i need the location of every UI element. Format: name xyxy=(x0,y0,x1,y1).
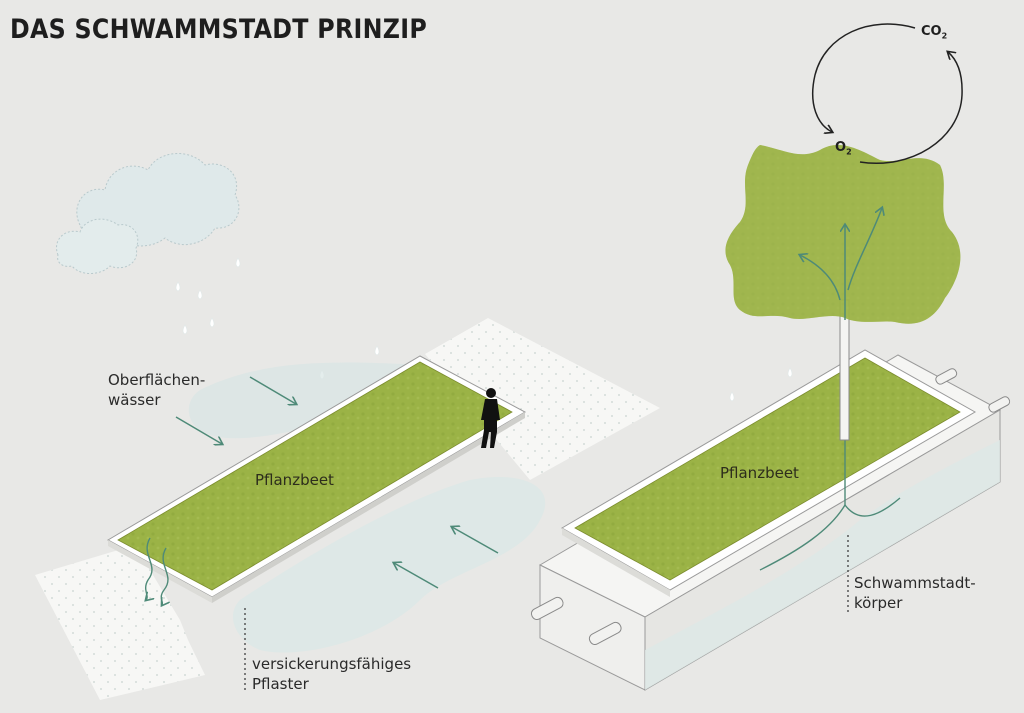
o2-label: O2 xyxy=(835,140,852,157)
left-bed-grass xyxy=(117,361,513,591)
sponge-body-label-line2: körper xyxy=(854,594,903,612)
right-bed-grass xyxy=(574,357,961,581)
plant-bed-right-label: Pflanzbeet xyxy=(720,464,799,482)
water-uptake-arrows xyxy=(800,208,882,320)
tree-trunk xyxy=(839,299,850,441)
drainage-pipes xyxy=(530,368,1011,646)
paving-strip xyxy=(35,318,660,700)
co2-label: CO2 xyxy=(921,24,948,41)
person-silhouette xyxy=(481,388,500,448)
right-plant-bed xyxy=(561,349,977,597)
tree xyxy=(725,144,961,441)
surface-water-label-line2: wässer xyxy=(108,391,161,409)
surface-water-label: Oberflächen- wässer xyxy=(108,370,205,410)
surface-water-arrows xyxy=(175,376,499,589)
wet-paving-area xyxy=(232,476,546,653)
paving-label-line1: versickerungsfähiges xyxy=(252,655,412,673)
cloud xyxy=(56,153,240,274)
sponge-body-label: Schwammstadt- körper xyxy=(854,573,976,613)
water-flow-lines xyxy=(759,440,901,571)
surface-water-label-line1: Oberflächen- xyxy=(108,371,206,389)
paving-label: versickerungsfähiges Pflaster xyxy=(252,654,411,694)
surface-water-haze xyxy=(188,362,428,439)
plant-bed-left-label: Pflanzbeet xyxy=(255,471,334,489)
page-title: DAS SCHWAMMSTADT PRINZIP xyxy=(10,14,428,45)
co2-o2-cycle xyxy=(811,23,963,164)
infiltration-arrows xyxy=(146,537,168,605)
left-plant-bed xyxy=(106,355,527,603)
paving-label-line2: Pflaster xyxy=(252,675,309,693)
sponge-body-label-line1: Schwammstadt- xyxy=(854,574,976,592)
